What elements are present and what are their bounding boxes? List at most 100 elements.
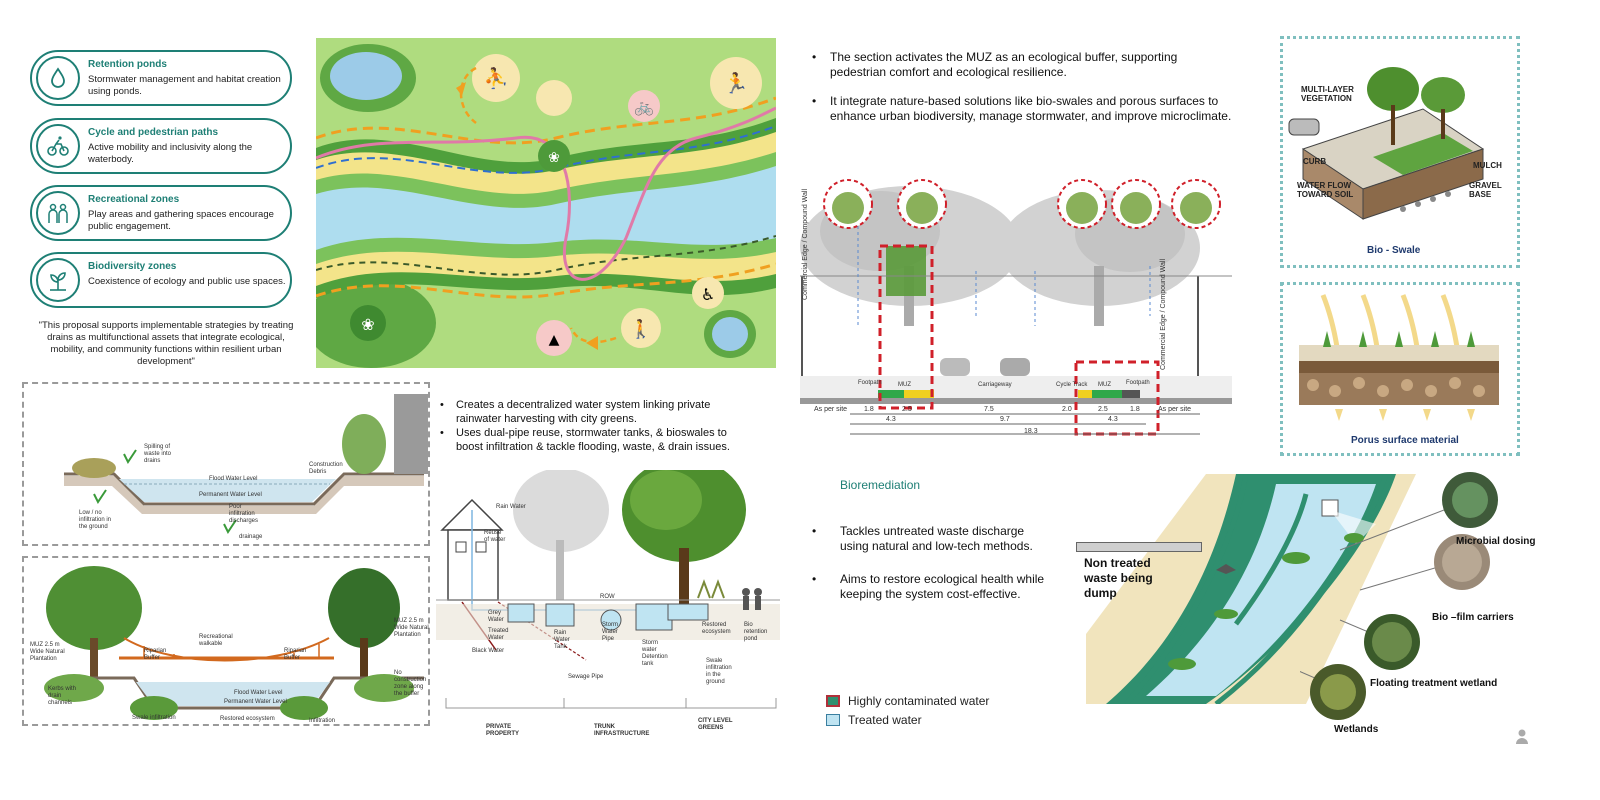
svg-text:♿: ♿ (701, 285, 715, 304)
label-gravel-base: GRAVEL BASE (1469, 181, 1502, 199)
street-section-bullets: The section activates the MUZ as an ecol… (812, 50, 1232, 138)
label-flood-bottom: Flood Water Level (234, 690, 283, 696)
legend-contaminated-label: Highly contaminated water (848, 694, 990, 708)
svg-text:🚲: 🚲 (634, 97, 654, 116)
label-wall-left: Commercial Edge / Compound Wall (802, 189, 809, 300)
label-infiltration: Infiltration (309, 718, 336, 724)
label-microbial-dosing: Microbial dosing (1456, 536, 1536, 547)
label-private-property: PRIVATE PROPERTY (486, 724, 520, 737)
label-multi-layer-vegetation: MULTI-LAYER VEGETATION (1301, 85, 1354, 103)
label-spilling: Spilling of waste into drains (144, 444, 172, 464)
user-icon[interactable] (1515, 728, 1529, 744)
swatch-contaminated (826, 695, 840, 707)
svg-text:❀: ❀ (548, 150, 560, 166)
dim-6: 1.8 (1130, 406, 1140, 413)
label-water-flow: WATER FLOW TOWARD SOIL (1297, 181, 1354, 199)
label-wall-right: Commercial Edge / Compound Wall (1160, 258, 1167, 370)
svg-text:▲: ▲ (549, 332, 560, 348)
label-muz-right: MUZ (1098, 382, 1111, 388)
svg-text:❀: ❀ (361, 315, 374, 334)
concept-map: ⛹ 🚲 🏃 ❀ ♿ 🚶 ▲ ❀ (316, 38, 776, 368)
svg-text:🏃: 🏃 (724, 71, 749, 95)
bioremediation-bullet: Tackles untreated waste discharge using … (812, 524, 1052, 554)
water-system-bullet: Uses dual-pipe reuse, stormwater tanks, … (440, 426, 740, 454)
legend-title: Biodiversity zones (88, 261, 177, 272)
label-storm-pipe: Storm Water Pipe (602, 622, 619, 642)
label-no-construction: No construction zone along the buffer (394, 670, 427, 697)
label-bio-retention: Bio retention pond (744, 622, 768, 642)
label-trunk-infrastructure: TRUNK INFRASTRUCTURE (594, 724, 650, 737)
street-section-diagram (800, 179, 1232, 436)
bioremediation-bullets: Tackles untreated waste discharge using … (812, 524, 1052, 620)
label-swale-infiltration: Swale infiltration in the ground (706, 658, 732, 685)
water-drop-icon (36, 56, 80, 100)
label-recreational: Recreational walkable (199, 634, 233, 647)
swatch-treated (826, 714, 840, 726)
legend-title: Recreational zones (88, 194, 180, 205)
label-as-per-site-left: As per site (814, 406, 848, 413)
bioremediation-callouts (1300, 472, 1498, 720)
proposal-quote: "This proposal supports implementable st… (38, 320, 294, 367)
legend-desc: Active mobility and inclusivity along th… (88, 142, 253, 165)
street-section-bullet: It integrate nature-based solutions like… (812, 94, 1232, 124)
label-as-per-site-right: As per site (1158, 406, 1192, 413)
water-system-bullet: Creates a decentralized water system lin… (440, 398, 740, 426)
legend-treated-label: Treated water (848, 713, 922, 727)
plant-icon (36, 258, 80, 302)
bio-swale-caption: Bio - Swale (1367, 245, 1421, 256)
dim-9: 4.3 (1108, 416, 1118, 423)
label-flood: Flood Water Level (209, 476, 258, 482)
dim-8: 9.7 (1000, 416, 1010, 423)
legend-title: Cycle and pedestrian paths (88, 127, 219, 138)
label-storm-tank: Storm water Detention tank (642, 640, 668, 667)
label-black-water: Black Water (472, 648, 505, 654)
legend-contaminated: Highly contaminated water (826, 694, 989, 708)
label-muz-left: MUZ (898, 382, 911, 388)
dim-1: 1.8 (864, 406, 874, 413)
bioremediation-bullet: Aims to restore ecological health while … (812, 572, 1052, 602)
porous-caption: Porus surface material (1351, 435, 1459, 446)
label-construction: Construction Debris (309, 462, 343, 475)
proposed-drain-illustration (44, 566, 424, 720)
dim-3: 7.5 (984, 406, 994, 413)
bio-swale-box: MULTI-LAYER VEGETATION CURB WATER FLOW T… (1280, 36, 1520, 268)
label-city-greens: CITY LEVEL GREENS (698, 718, 733, 731)
label-swale: Swale infiltration (132, 715, 176, 721)
label-restored: Restored ecosystem (220, 716, 275, 722)
dim-4: 2.0 (1062, 406, 1072, 413)
water-system-diagram (436, 470, 780, 709)
label-kerbs: Kerbs with drain channels (48, 686, 77, 706)
label-drainage: drainage (239, 534, 263, 540)
existing-drain-illustration (64, 394, 428, 534)
legend-cycle-paths: Cycle and pedestrian paths Active mobili… (30, 118, 292, 174)
cyclist-icon (36, 124, 80, 168)
legend-desc: Play areas and gathering spaces encourag… (88, 209, 274, 232)
legend-title: Retention ponds (88, 59, 167, 70)
label-rain-tank: Rain Water Tank (554, 630, 570, 650)
label-rain-water: Rain Water (496, 504, 526, 510)
label-row: ROW (600, 594, 615, 600)
label-restored-ecosystem: Restored ecosystem (702, 622, 731, 635)
label-muz-right: MUZ 2.5 m Wide Natural Plantation (394, 618, 429, 638)
bio-swale-illustration (1288, 67, 1485, 220)
label-mulch: MULCH (1473, 161, 1502, 170)
label-treated-water: Treated Water (488, 628, 509, 641)
legend-recreational: Recreational zones Play areas and gather… (30, 185, 292, 241)
water-system-bullets: Creates a decentralized water system lin… (440, 398, 740, 454)
street-section-bullet: The section activates the MUZ as an ecol… (812, 50, 1232, 80)
dim-10: 18.3 (1024, 428, 1038, 435)
waste-pipe (1076, 542, 1202, 552)
existing-drain-section: Spilling of waste into drains Constructi… (22, 382, 430, 546)
label-permanent-bottom: Permanent Water Level (224, 699, 287, 705)
porous-surface-illustration (1299, 294, 1499, 421)
label-reuse: Reuse of water (484, 530, 506, 543)
label-cycle-track: Cycle Track (1056, 382, 1088, 388)
dim-5: 2.5 (1098, 406, 1108, 413)
label-riparian-left: Riparian Buffer (144, 648, 167, 661)
svg-text:🚶: 🚶 (630, 318, 652, 340)
legend-desc: Stormwater management and habitat creati… (88, 74, 281, 97)
svg-text:⛹: ⛹ (484, 66, 509, 90)
label-grey-water: Grey Water (488, 610, 504, 623)
label-floating-wetland: Floating treatment wetland (1370, 678, 1498, 689)
bioremediation-river-diagram (1086, 474, 1416, 704)
